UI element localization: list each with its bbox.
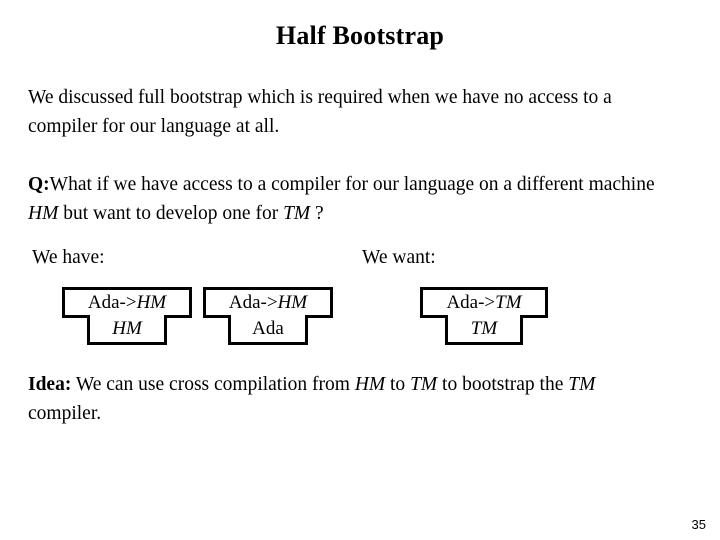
idea-text-part3: to bootstrap the	[437, 374, 569, 395]
t-box-stem-label: TM	[470, 318, 498, 339]
intro-paragraph: We discussed full bootstrap which is req…	[28, 83, 668, 141]
idea-paragraph: Idea: We can use cross compilation from …	[28, 370, 668, 428]
t-box-top-bar: Ada->TM	[420, 287, 548, 318]
t-box-top-emphasis: HM	[277, 292, 308, 313]
t-diagram-area: We have: We want: Ada->HM HM Ada->HM Ada	[0, 246, 720, 366]
idea-prefix: Idea:	[28, 374, 72, 395]
t-box-stem: HM	[87, 315, 167, 345]
t-box-top-prefix: Ada->	[446, 292, 496, 313]
t-box-stem: Ada	[228, 315, 308, 345]
t-box-stem-wrap: HM	[62, 315, 192, 345]
idea-text-part1: We can use cross compilation from	[71, 374, 355, 395]
t-box-top-bar: Ada->HM	[62, 287, 192, 318]
question-emphasis-tm: TM	[283, 203, 311, 224]
idea-emphasis-hm: HM	[354, 374, 386, 395]
t-diagram-box-have-hm: Ada->HM HM	[62, 287, 192, 345]
idea-emphasis-tm-2: TM	[568, 374, 596, 395]
t-box-stem-wrap: Ada	[203, 315, 333, 345]
t-box-stem-label: HM	[112, 318, 142, 339]
t-box-top-prefix: Ada->	[87, 292, 137, 313]
page-number: 35	[691, 517, 706, 532]
t-diagram-box-want-tm: Ada->TM TM	[420, 287, 548, 345]
t-box-top-prefix: Ada->	[228, 292, 278, 313]
we-have-label: We have:	[32, 247, 105, 268]
idea-text-part4: compiler.	[28, 403, 102, 424]
t-box-top-emphasis: HM	[136, 292, 167, 313]
t-diagram-box-have-ada: Ada->HM Ada	[203, 287, 333, 345]
t-box-top-emphasis: TM	[495, 292, 522, 313]
page-title: Half Bootstrap	[275, 21, 445, 50]
intro-paragraph-text: We discussed full bootstrap which is req…	[28, 87, 612, 137]
question-text-part3: ?	[310, 203, 324, 224]
we-want-label: We want:	[362, 247, 436, 268]
t-box-stem-wrap: TM	[420, 315, 548, 345]
idea-text-part2: to	[385, 374, 411, 395]
t-box-stem-label: Ada	[252, 318, 284, 339]
question-emphasis-hm: HM	[28, 203, 59, 224]
t-box-top-bar: Ada->HM	[203, 287, 333, 318]
question-text-part2: but want to develop one for	[58, 203, 284, 224]
idea-emphasis-tm-1: TM	[410, 374, 438, 395]
t-box-stem: TM	[445, 315, 523, 345]
question-text-part1: What if we have access to a compiler for…	[49, 174, 655, 195]
question-prefix: Q:	[28, 174, 50, 195]
question-paragraph: Q:What if we have access to a compiler f…	[28, 170, 668, 228]
